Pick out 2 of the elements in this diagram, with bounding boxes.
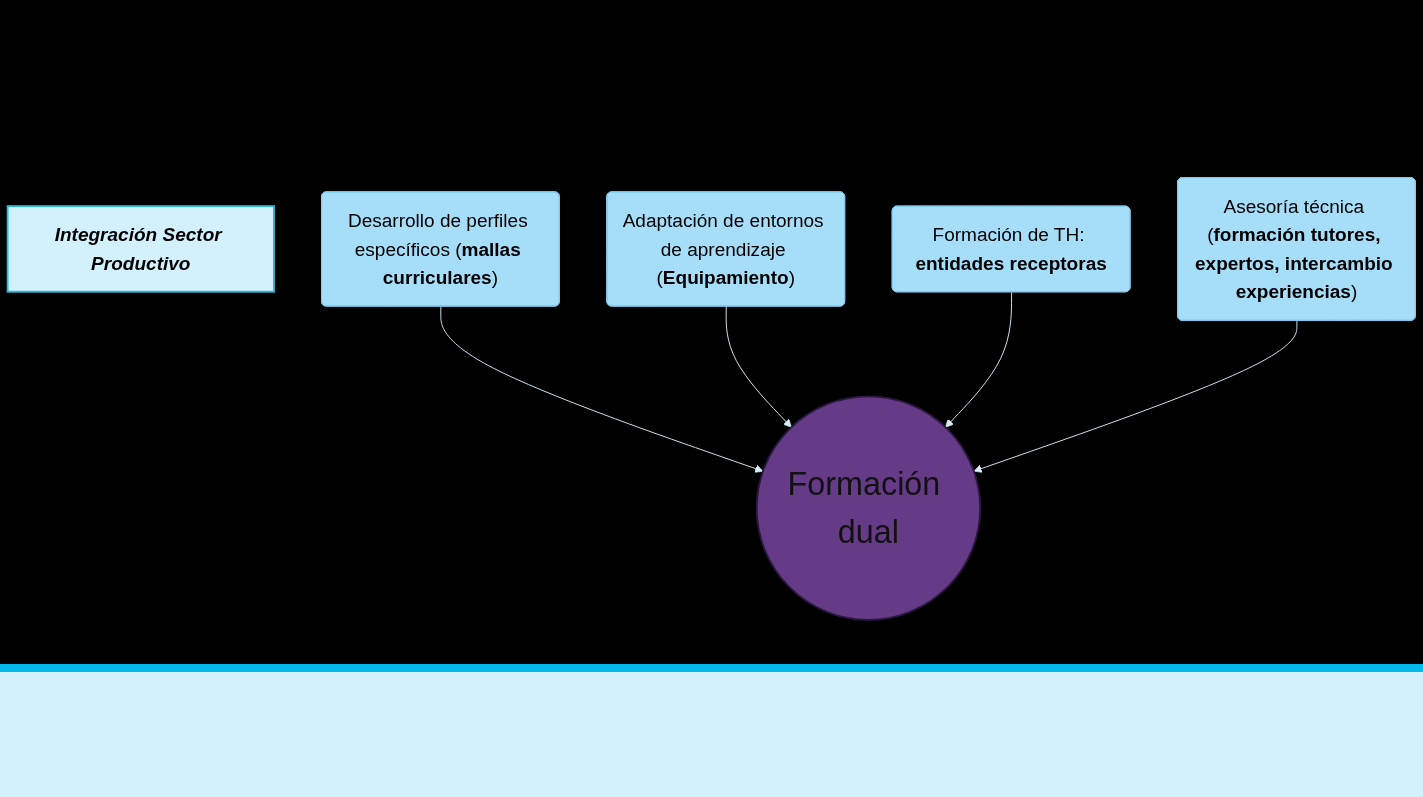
- node-circle: Formación dual: [755, 395, 982, 621]
- node-box: Integración Sector Productivo: [6, 204, 275, 293]
